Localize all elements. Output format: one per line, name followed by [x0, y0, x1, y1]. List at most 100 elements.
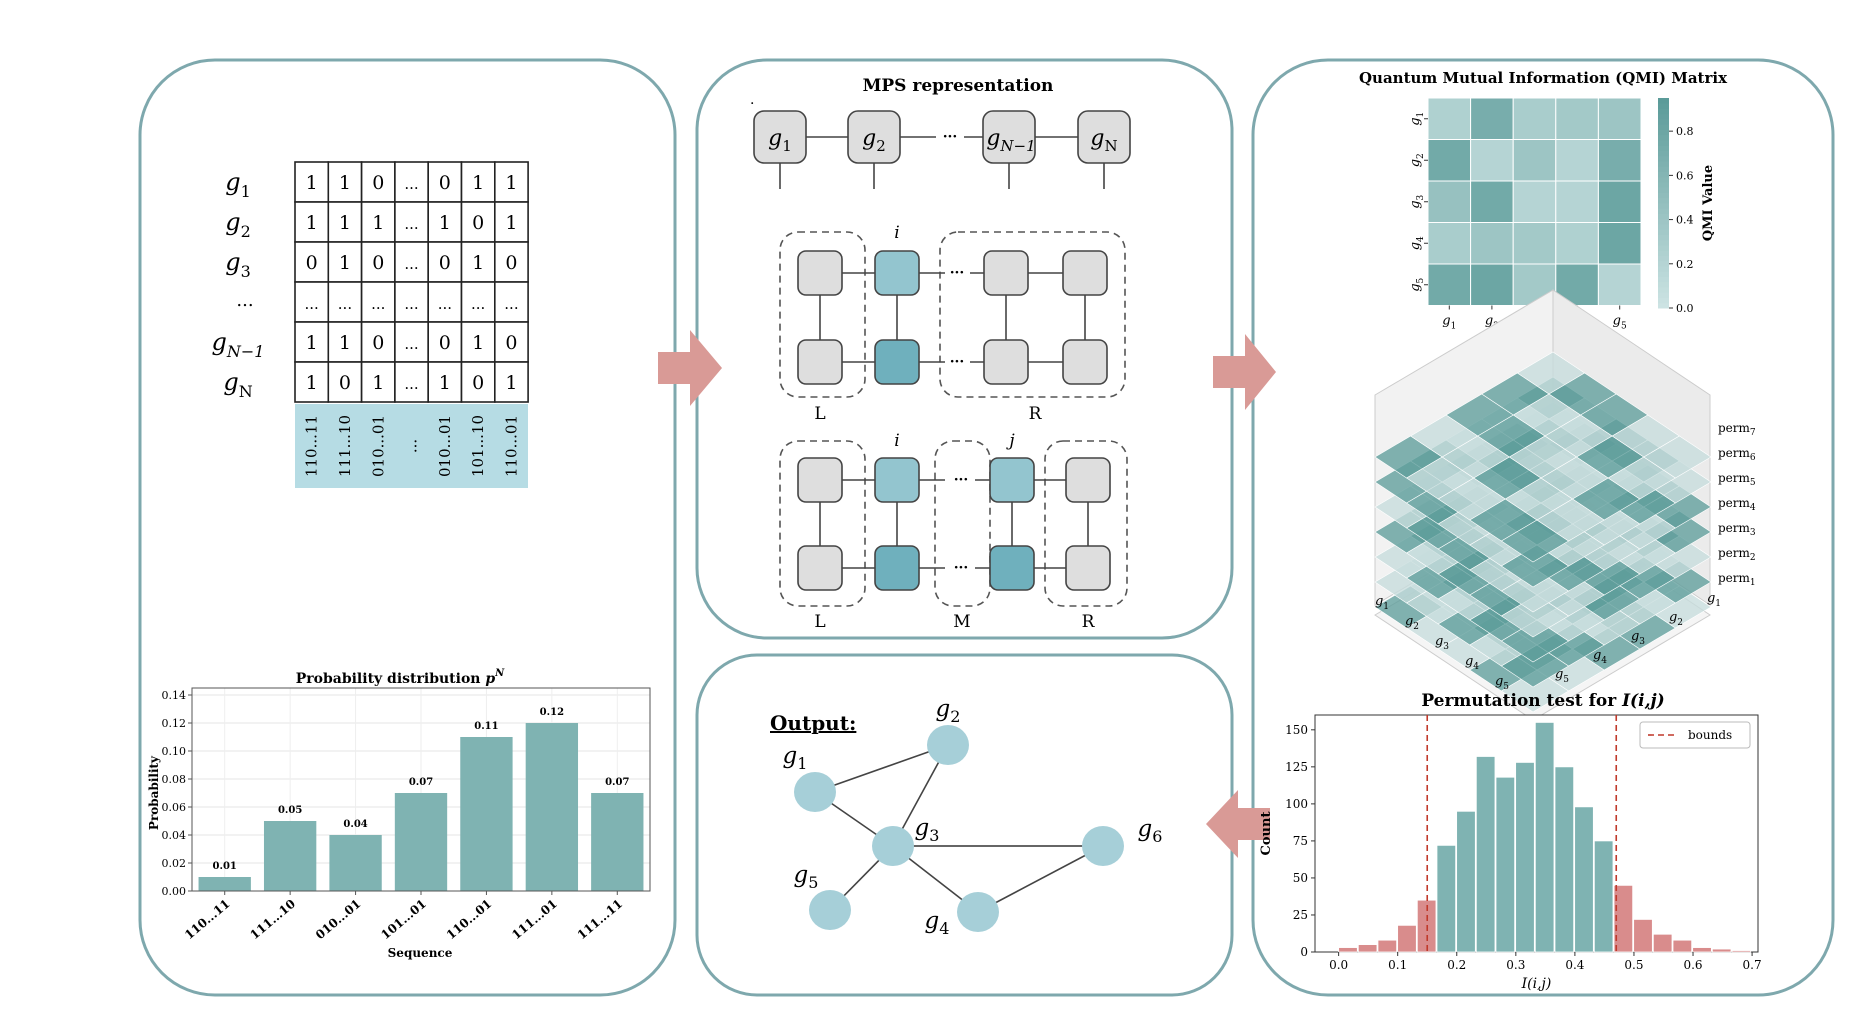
hist-xtick-label: 0.1: [1388, 958, 1407, 972]
prob-xtick-label: 101...01: [378, 897, 429, 943]
matrix-cell: [394, 281, 429, 323]
hist-bar: [1633, 919, 1653, 953]
heatmap-cell: [1555, 222, 1599, 265]
hist-xtick-label: 0.6: [1683, 958, 1702, 972]
heatmap-ytick-label: g1: [1408, 112, 1426, 126]
heatmap-cell: [1597, 139, 1642, 182]
hist-bar: [1436, 844, 1457, 953]
bond-dots: ···: [954, 560, 969, 576]
tensor-label-2: g2: [862, 126, 886, 155]
colorbar-segment: [1658, 145, 1669, 151]
matrix-cell: [360, 201, 396, 243]
matrix-cell-value: ...: [371, 295, 385, 313]
matrix-cell: [460, 361, 496, 403]
colorbar-segment: [1658, 161, 1669, 167]
axis-right-label: g2: [1669, 610, 1683, 628]
prob-bar-label: 0.11: [474, 721, 498, 732]
hist-legend: [1639, 721, 1751, 749]
matrix-cell-value: 1: [306, 172, 318, 194]
colorbar-segment: [1658, 171, 1669, 178]
matrix-cell-value: 0: [472, 212, 484, 234]
prob-bar-label: 0.12: [540, 707, 564, 718]
sequence-label: 010...01: [436, 415, 454, 477]
perm-label: perm5: [1718, 471, 1756, 488]
prob-chart-ylabel: Probability: [147, 755, 161, 830]
perm-label: perm2: [1718, 546, 1756, 563]
hist-ytick-label: 50: [1293, 871, 1308, 885]
hist-ylabel: Count: [1259, 812, 1274, 856]
prob-bar-label: 0.01: [213, 861, 237, 872]
mps-tensor: [874, 457, 920, 503]
matrix-cell-value: 1: [306, 212, 318, 234]
matrix-cell-value: 0: [439, 332, 451, 354]
axis-left-label: g4: [1465, 654, 1479, 672]
heatmap-cell: [1597, 97, 1642, 140]
matrix-cell-value: 1: [472, 332, 484, 354]
heatmap-cell: [1427, 97, 1472, 140]
axis-left-label: g2: [1405, 614, 1419, 632]
colorbar-segment: [1658, 187, 1669, 193]
mps-tensor: [1065, 545, 1111, 591]
axis-left-label: g1: [1375, 594, 1389, 612]
colorbar-segment: [1658, 234, 1669, 241]
axis-right-label: g1: [1707, 591, 1721, 609]
perm-label: perm1: [1718, 571, 1756, 588]
sequence-label: 110...01: [502, 415, 520, 477]
prob-chart: 0.000.020.040.060.080.100.120.140.01110.…: [162, 687, 651, 943]
hist-bar: [1456, 810, 1476, 953]
colorbar-tick-label: 0.4: [1676, 214, 1694, 227]
label-L: L: [814, 404, 825, 424]
hist-bar: [1652, 933, 1673, 953]
colorbar-segment: [1658, 218, 1669, 225]
hist-title: Permutation test for I(i,j): [1421, 691, 1664, 711]
prob-ytick-label: 0.02: [162, 857, 187, 870]
chain-dots: ···: [943, 129, 958, 145]
matrix-cell-value: 1: [306, 332, 318, 354]
output-title: Output:: [770, 711, 856, 735]
hist-ytick-label: 25: [1293, 908, 1308, 922]
hist-bar: [1613, 884, 1634, 953]
matrix-cell-value: 1: [372, 372, 384, 394]
mps-tensor: [1077, 110, 1131, 164]
bond-dots: ···: [950, 354, 965, 370]
colorbar-segment: [1658, 213, 1669, 220]
matrix-cell: [327, 321, 363, 363]
hist-bar: [1397, 924, 1417, 953]
arrow-left: [1206, 790, 1270, 858]
matrix-cell-value: 1: [339, 252, 351, 274]
matrix-cell-value: 0: [372, 252, 384, 274]
hist-xtick-label: 0.4: [1565, 958, 1584, 972]
matrix-cell: [360, 241, 396, 283]
graph-node: [872, 826, 914, 866]
block-R: [939, 231, 1126, 398]
matrix-cell: [327, 361, 363, 403]
prob-chart-title: Probability distribution pN: [296, 668, 505, 687]
colorbar-segment: [1658, 124, 1669, 130]
colorbar-segment: [1658, 260, 1669, 267]
block-L: [779, 231, 866, 398]
matrix-cell: [294, 281, 330, 323]
matrix-cell-value: 0: [439, 252, 451, 274]
colorbar-segment: [1658, 271, 1669, 277]
mps-tensor: [874, 339, 920, 385]
heatmap-ytick-label: g5: [1408, 277, 1426, 291]
node-label-1: g1: [783, 743, 808, 773]
matrix-cell: [327, 241, 363, 283]
colorbar-segment: [1658, 166, 1669, 172]
prob-xtick-label: 111...10: [247, 897, 298, 943]
mps-tensor: [1065, 457, 1111, 503]
axis-right-label: g5: [1555, 667, 1569, 685]
label-j: j: [1005, 431, 1015, 451]
heatmap-cell: [1427, 263, 1472, 306]
prob-bar-label: 0.05: [278, 805, 302, 816]
matrix-cell: [327, 281, 363, 323]
node-label-3: g3: [915, 815, 940, 845]
colorbar-segment: [1658, 182, 1669, 188]
matrix-cell-value: ...: [504, 295, 518, 313]
matrix-cell: [460, 241, 496, 283]
matrix-cell: [360, 281, 396, 323]
heatmap-cell: [1427, 180, 1472, 223]
heatmap-cell: [1470, 222, 1514, 265]
